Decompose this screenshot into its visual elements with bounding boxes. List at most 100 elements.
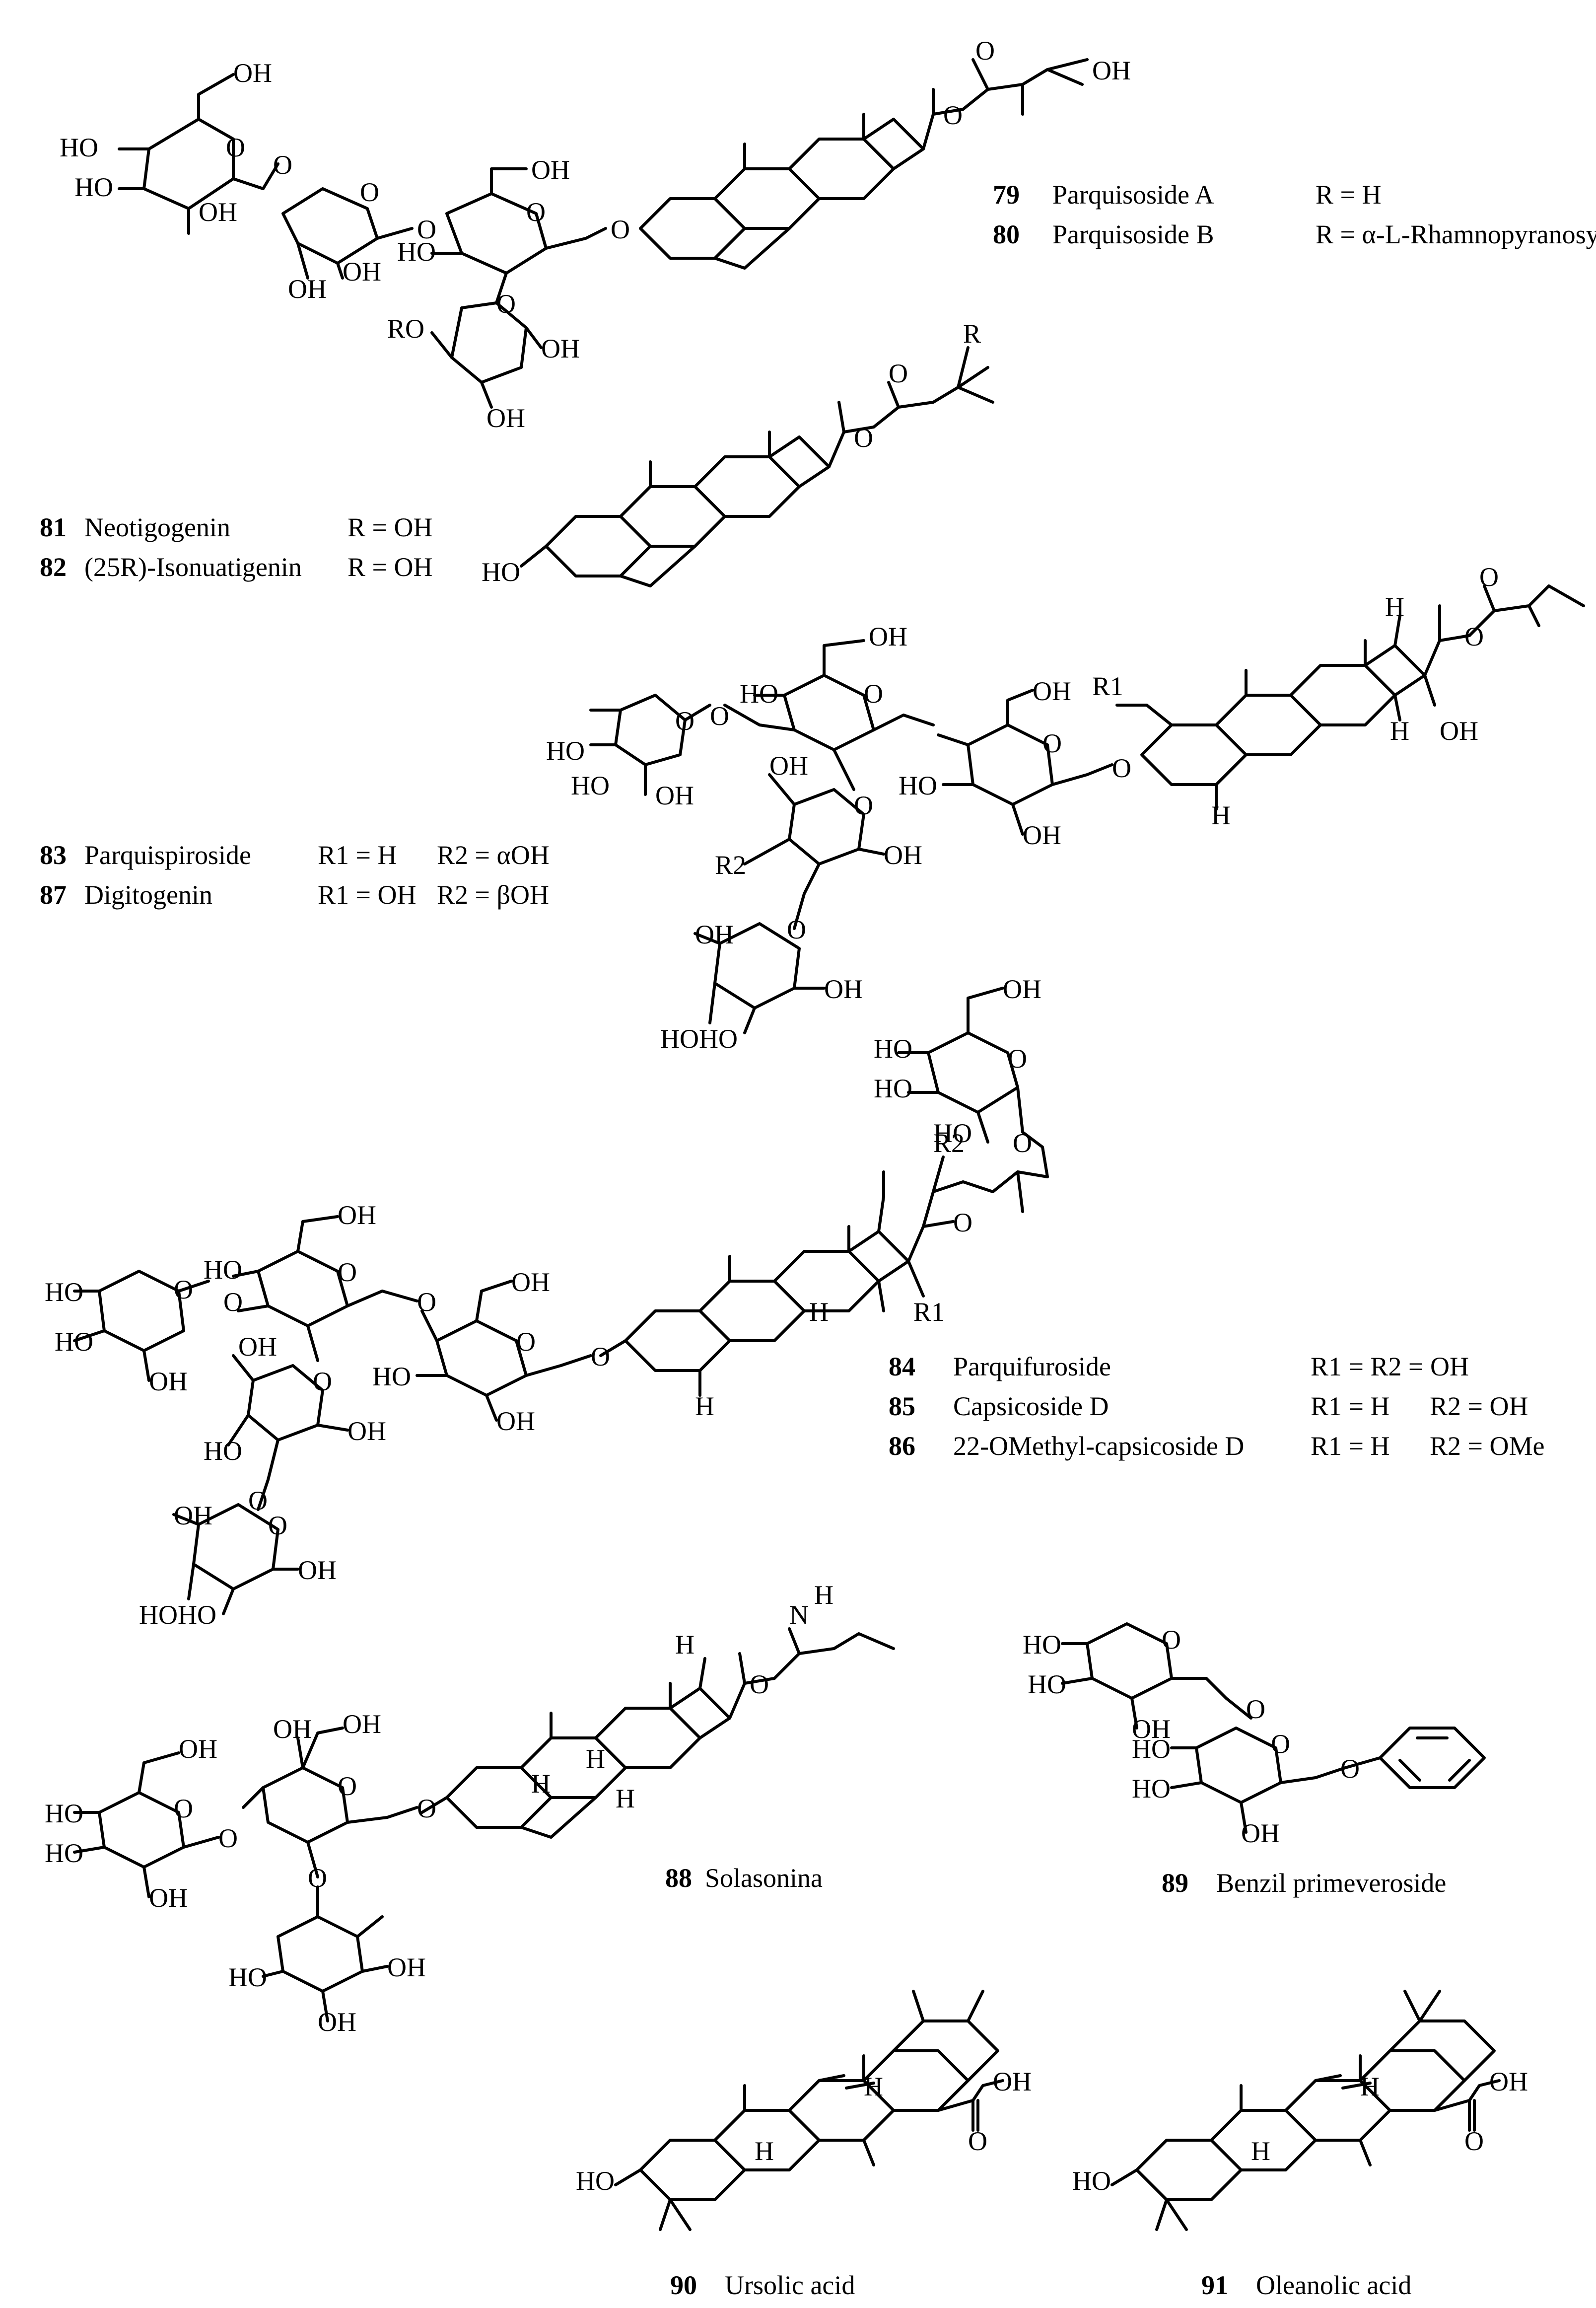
atom-label: H [1251, 2136, 1270, 2166]
atom-label: OH [179, 1734, 217, 1764]
atom-label: O [1464, 2126, 1484, 2156]
steroid-skeleton [1115, 584, 1585, 811]
substituent-label: R = α-L-Rhamnopyranosyl [1316, 219, 1596, 249]
atom-label: O [174, 1275, 193, 1304]
compound-name: Capsicoside D [953, 1391, 1109, 1421]
substituent-label: R2 = αOH [437, 840, 550, 870]
atom-label: H [695, 1391, 714, 1421]
atom-label: H [616, 1784, 635, 1813]
atom-label: OH [824, 974, 863, 1004]
atom-label: HO [874, 1034, 912, 1064]
atom-label: OH [343, 257, 381, 287]
structure-84-86: OH HO HO HO O O [45, 974, 1544, 1630]
structure-79-80: OH HO HO OH O O O OH OH O OH O HO O [60, 36, 1596, 433]
atom-label: O [223, 1287, 243, 1317]
substituent-label: R1 = H [1311, 1431, 1389, 1461]
atom-label: O [496, 289, 516, 319]
compound-name: Neotigogenin [84, 512, 230, 542]
atom-label: OH [387, 1952, 426, 1982]
atom-label: O [417, 215, 436, 244]
atom-label: OH [199, 197, 237, 227]
substituent-label: R1 = R2 = OH [1311, 1352, 1469, 1381]
atom-label: O [710, 701, 729, 731]
substituent-label: R2 = βOH [437, 880, 549, 910]
compound-number: 88 [665, 1863, 692, 1893]
atom-label: HO [1028, 1669, 1066, 1699]
atom-label: OH [273, 1714, 312, 1744]
atom-label: O [313, 1367, 332, 1396]
atom-label: O [268, 1511, 287, 1540]
atom-label: O [968, 2126, 987, 2156]
compound-name: Digitogenin [84, 880, 212, 910]
atom-label: HO [204, 1436, 242, 1466]
substituent-label: R = OH [347, 552, 432, 582]
compound-name: (25R)-Isonuatigenin [84, 552, 302, 582]
compound-number: 90 [670, 2270, 697, 2300]
sugar-ring [897, 987, 1049, 1178]
substituent-label: R2 = OMe [1430, 1431, 1544, 1461]
compound-name: Parquisoside A [1052, 180, 1214, 210]
atom-label: HO [874, 1074, 912, 1103]
steroid-skeleton [599, 1155, 1049, 1397]
substituent-label: R1 = H [1311, 1391, 1389, 1421]
atom-label: O [1464, 622, 1484, 651]
atom-label: OH [149, 1883, 188, 1913]
sugar-ring [1170, 1727, 1347, 1834]
atom-label: O [1246, 1694, 1265, 1724]
atom-label: H [1390, 716, 1409, 746]
atom-label: HO [740, 679, 778, 709]
atom-label: HO [546, 736, 585, 766]
compound-number: 83 [40, 840, 67, 870]
sugar-ring [172, 1503, 299, 1615]
atom-label: OH [1241, 1818, 1280, 1848]
atom-label: O [1162, 1625, 1181, 1655]
steroid-skeleton [639, 58, 1089, 270]
sugar-ring [1061, 1622, 1252, 1730]
compound-name: Parquispiroside [84, 840, 251, 870]
atom-label: O [750, 1669, 769, 1699]
atom-label: O [854, 423, 873, 453]
sugar-ring [242, 1727, 418, 1878]
triterpene-skeleton [1110, 1990, 1501, 2231]
atom-label: HO [1132, 1734, 1171, 1764]
atom-label: HO [576, 2166, 615, 2196]
atom-label: R2 [715, 850, 746, 880]
substituent-label: R2 = OH [1430, 1391, 1528, 1421]
atom-label: O [273, 150, 292, 180]
atom-label: HO [397, 237, 436, 267]
atom-label: H [864, 2072, 883, 2101]
structure-91: OH O H H HO 91 Oleanolic acid [1072, 1990, 1528, 2300]
atom-label: N [789, 1600, 809, 1630]
atom-label: O [338, 1771, 357, 1801]
compound-number: 80 [993, 219, 1020, 249]
compound-number: 89 [1162, 1868, 1188, 1898]
atom-label: HO [933, 1118, 972, 1148]
atom-label: OH [541, 334, 580, 363]
atom-label: OH [884, 840, 922, 870]
sugar-ring [281, 187, 414, 280]
atom-label: H [675, 1630, 694, 1659]
atom-label: H [809, 1297, 829, 1327]
atom-label: OH [655, 781, 694, 810]
benzene-ring [1344, 1727, 1486, 1789]
atom-label: OH [338, 1200, 376, 1230]
atom-label: O [953, 1208, 972, 1237]
compound-name: Parquifuroside [953, 1352, 1111, 1381]
atom-label: OH [149, 1367, 188, 1396]
substituent-label: R1 = OH [318, 880, 416, 910]
atom-label: HOHO [139, 1600, 216, 1630]
atom-label: O [675, 706, 694, 736]
atom-label: O [1008, 1044, 1027, 1074]
atom-label: O [889, 359, 908, 388]
sugar-ring [937, 689, 1113, 836]
atom-label: HO [1023, 1630, 1061, 1659]
atom-label: O [864, 679, 883, 709]
atom-label: R [963, 319, 981, 349]
atom-label: OH [174, 1501, 212, 1530]
atom-label: O [1271, 1729, 1290, 1759]
sugar-ring [118, 73, 279, 235]
compound-name: Oleanolic acid [1256, 2270, 1411, 2300]
atom-label: OH [531, 155, 570, 185]
atom-label: O [611, 215, 630, 244]
